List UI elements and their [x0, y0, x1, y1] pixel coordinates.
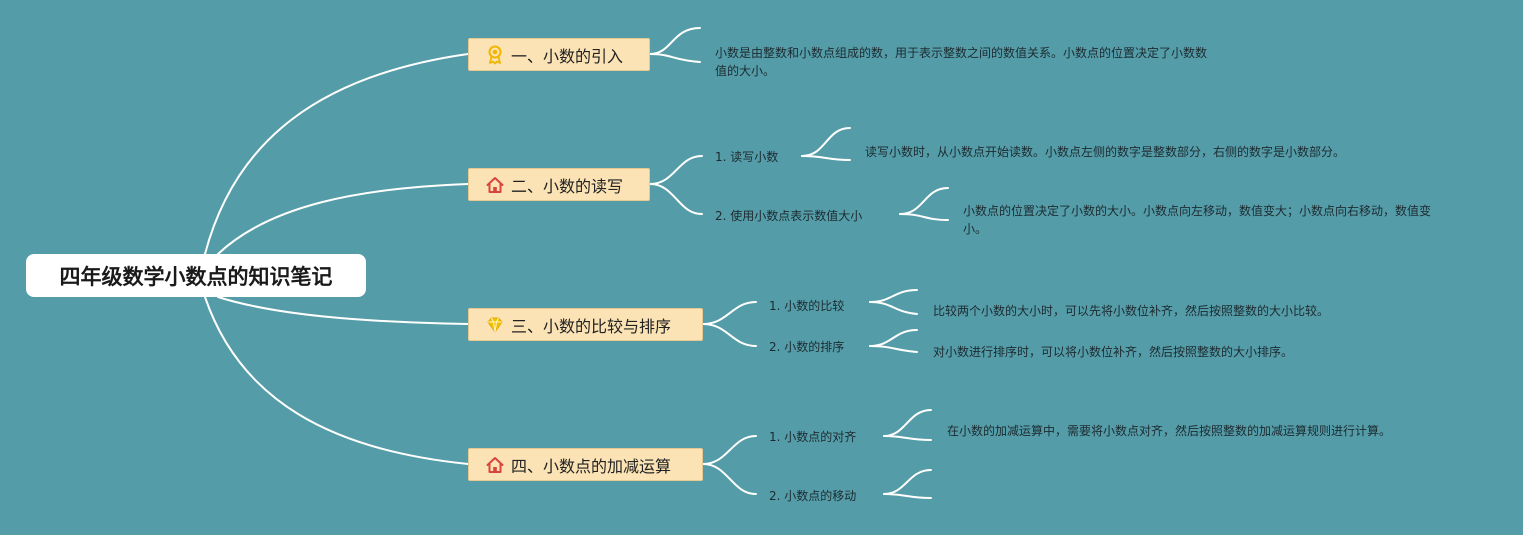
- branch-4-label: 四、小数点的加减运算: [511, 456, 672, 476]
- connector-b3s1-note: [869, 289, 918, 303]
- branch-3-sub-2-note: 对小数进行排序时，可以将小数位补齐，然后按照整数的大小排序。: [933, 345, 1294, 359]
- connector-root-b1: [204, 53, 469, 255]
- connector-root-b2: [217, 183, 469, 255]
- connector-b4s2-note: [883, 469, 932, 495]
- branch-2-sub-1-note: 读写小数时，从小数点开始读数。小数点左侧的数字是整数部分，右侧的数字是小数部分。: [865, 145, 1346, 159]
- connector-b4s1-note: [883, 409, 932, 437]
- root-topic[interactable]: 四年级数学小数点的知识笔记: [26, 254, 366, 297]
- connector-root-b4: [204, 296, 469, 465]
- home-icon: [485, 175, 505, 195]
- branch-3-sub-1-note: 比较两个小数的大小时，可以先将小数位补齐，然后按照整数的大小比较。: [933, 304, 1330, 318]
- award-ribbon-icon: [485, 45, 505, 65]
- connector-b1-note: [649, 27, 701, 55]
- connector-b2-subs: [649, 155, 703, 185]
- branch-4-sub-2[interactable]: 2. 小数点的移动: [769, 489, 857, 503]
- branch-4-sub-1-note: 在小数的加减运算中，需要将小数点对齐，然后按照整数的加减运算规则进行计算。: [947, 424, 1392, 438]
- branch-3-sub-1[interactable]: 1. 小数的比较: [769, 299, 845, 313]
- branch-4-sub-1[interactable]: 1. 小数点的对齐: [769, 430, 857, 444]
- connector-b2s1-note: [801, 127, 851, 157]
- branch-3-topic[interactable]: 三、小数的比较与排序: [468, 308, 703, 341]
- connector-b2s2-note: [899, 187, 949, 215]
- branch-1-note: 小数是由整数和小数点组成的数，用于表示整数之间的数值关系。小数点的位置决定了小数…: [715, 46, 1208, 78]
- home-icon: [485, 455, 505, 475]
- branch-3-label: 三、小数的比较与排序: [511, 316, 672, 336]
- connector-b3-subs: [702, 301, 757, 325]
- branch-4-topic[interactable]: 四、小数点的加减运算: [468, 448, 703, 481]
- diamond-icon: [485, 315, 505, 335]
- branch-2-topic[interactable]: 二、小数的读写: [468, 168, 650, 201]
- branch-2-sub-1[interactable]: 1. 读写小数: [715, 150, 779, 164]
- branch-2-sub-2-note: 小数点的位置决定了小数的大小。小数点向左移动，数值变大；小数点向右移动，数值变小…: [963, 204, 1432, 236]
- branch-1-topic[interactable]: 一、小数的引入: [468, 38, 650, 71]
- branch-2-sub-2[interactable]: 2. 使用小数点表示数值大小: [715, 209, 863, 223]
- branch-3-sub-2[interactable]: 2. 小数的排序: [769, 340, 845, 354]
- connector-root-b3: [217, 296, 469, 325]
- connector-b3s2-note: [869, 329, 918, 347]
- branch-1-label: 一、小数的引入: [511, 46, 624, 66]
- connector-b4-subs: [702, 435, 757, 465]
- branch-2-label: 二、小数的读写: [511, 176, 624, 196]
